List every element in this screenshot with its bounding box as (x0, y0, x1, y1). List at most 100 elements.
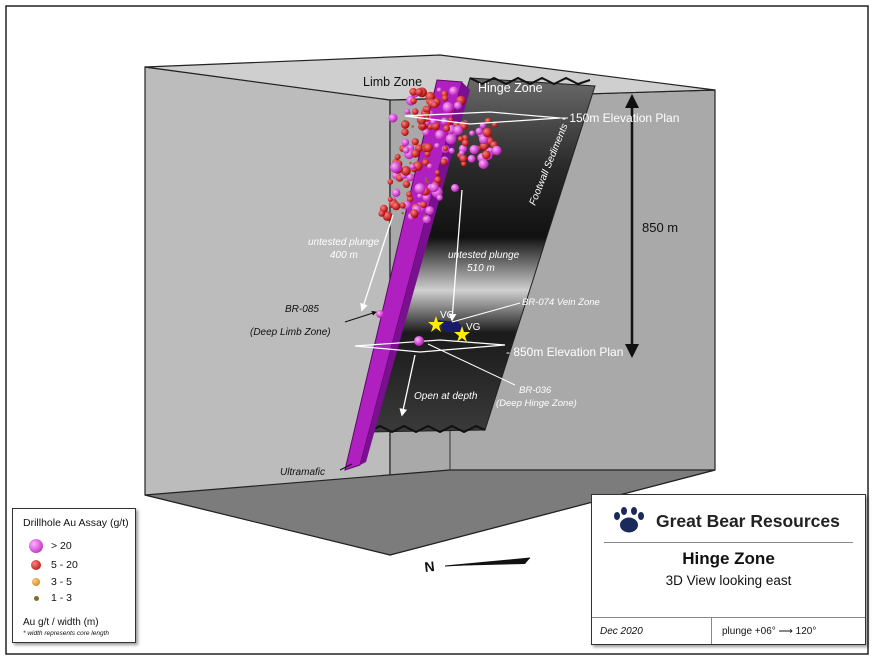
assay-sphere-pink (422, 215, 431, 224)
assay-sphere-red (410, 209, 419, 218)
bear-paw-logo-icon (614, 507, 644, 533)
assay-sphere-hinge (457, 136, 464, 142)
assay-sphere-hinge (478, 159, 489, 169)
sphere-icon (34, 595, 39, 601)
assay-sphere-pink (388, 113, 398, 123)
assay-sphere-pink (414, 183, 426, 195)
assay-sphere-hinge (469, 144, 479, 155)
assay-sphere-red (399, 202, 406, 209)
assay-sphere-pink (429, 182, 439, 193)
assay-sphere-red (411, 149, 420, 158)
assay-sphere-pink (425, 206, 435, 215)
assay-sphere-red (442, 145, 449, 152)
view-plunge: plunge +06° ⟶ 120° (722, 626, 817, 637)
sphere-icon (29, 539, 43, 553)
elevation-850-label: - 850m Elevation Plan (506, 345, 623, 359)
assay-sphere-pink (448, 147, 455, 154)
title-divider (604, 542, 853, 543)
elevation-plane-850 (354, 339, 506, 353)
ultramafic-leader (339, 463, 353, 471)
legend-item: > 20 (29, 539, 72, 553)
assay-sphere-red (406, 195, 414, 203)
assay-sphere-red (420, 201, 427, 209)
assay-sphere-small (409, 161, 412, 165)
assay-sphere-red (387, 196, 393, 202)
assay-sphere-small (424, 177, 428, 180)
legend-item-label: 1 - 3 (51, 592, 73, 604)
assay-sphere-hinge (458, 150, 465, 156)
br036-line2: (Deep Hinge Zone) (496, 398, 577, 409)
assay-sphere-red (434, 176, 442, 184)
assay-sphere-pink (392, 188, 401, 197)
assay-sphere-red (402, 180, 411, 188)
untested-400-line1: untested plunge (308, 237, 380, 248)
assay-sphere-pink (436, 87, 442, 93)
br036-line1: BR-036 (519, 385, 552, 396)
assay-sphere-hinge (482, 150, 491, 159)
height-arrow-down-icon (625, 344, 639, 358)
figure-frame (5, 5, 869, 655)
br074-label: BR-074 Vein Zone (522, 297, 600, 308)
br036-sphere (414, 336, 424, 346)
br085-leader (344, 310, 377, 323)
legend-item: 3 - 5 (29, 576, 72, 588)
assay-sphere-red (440, 158, 448, 166)
assay-sphere-red (424, 106, 431, 113)
legend-footer: Au g/t / width (m) (23, 617, 99, 628)
assay-sphere-hinge (488, 147, 494, 153)
footer-divider (592, 617, 865, 618)
assay-sphere-pink (404, 108, 411, 115)
open-depth-label: Open at depth (414, 391, 478, 402)
assay-sphere-small (411, 125, 414, 128)
assay-sphere-hinge (469, 130, 475, 136)
assay-sphere-pink (436, 194, 443, 201)
ultramafic-label: Ultramafic (280, 467, 325, 478)
assay-sphere-red (394, 153, 401, 160)
north-arrow-shade-icon (445, 558, 530, 566)
assay-sphere-hinge (491, 145, 502, 156)
hinge-zone-label: Hinge Zone (478, 81, 543, 95)
legend-title: Drillhole Au Assay (g/t) (23, 517, 129, 529)
legend-item-label: 5 - 20 (51, 559, 78, 571)
br085-sphere (376, 310, 384, 318)
map-subtitle: 3D View looking east (665, 573, 792, 588)
assay-sphere-hinge (461, 161, 467, 167)
assay-sphere-pink (434, 142, 440, 149)
assay-sphere-pink (417, 193, 423, 199)
assay-sphere-pink (401, 138, 410, 147)
vg-star-icon (454, 326, 470, 342)
assay-sphere-hinge (453, 125, 463, 136)
vg-label-1: VG (440, 310, 455, 321)
legend-note: * width represents core length (23, 630, 109, 637)
assay-sphere-pink (442, 102, 454, 113)
assay-sphere-red (378, 210, 386, 217)
br085-line2: (Deep Limb Zone) (250, 327, 331, 338)
untested-510-arrow (448, 189, 463, 322)
map-date: Dec 2020 (600, 626, 643, 637)
assay-sphere-hinge (461, 123, 468, 130)
assay-sphere-hinge (461, 139, 469, 147)
sheet-bottom-edge (367, 424, 486, 434)
ultramafic-dike-side (360, 82, 470, 465)
vg-star-icon (428, 316, 444, 332)
legend-item: 1 - 3 (29, 592, 72, 604)
assay-sphere-pink (402, 146, 410, 154)
assay-sphere-red (423, 143, 433, 153)
map-title: Hinge Zone (682, 549, 775, 568)
untested-510-line1: untested plunge (448, 250, 520, 261)
legend: Drillhole Au Assay (g/t) > 20 5 - 20 3 -… (12, 508, 136, 643)
box-floor (144, 469, 716, 556)
assay-sphere-small (403, 119, 407, 123)
assay-sphere-red (411, 138, 419, 146)
assay-sphere-red (434, 169, 441, 176)
untested-400-arrow (360, 214, 394, 312)
assay-sphere-small (426, 180, 429, 183)
assay-sphere-small (423, 158, 426, 161)
assay-sphere-red (412, 108, 419, 115)
assay-sphere-red (431, 101, 438, 109)
assay-sphere-red (441, 95, 449, 102)
vg-label-2: VG (466, 322, 481, 333)
assay-sphere-pink (390, 161, 401, 173)
assay-sphere-pink (449, 86, 459, 96)
